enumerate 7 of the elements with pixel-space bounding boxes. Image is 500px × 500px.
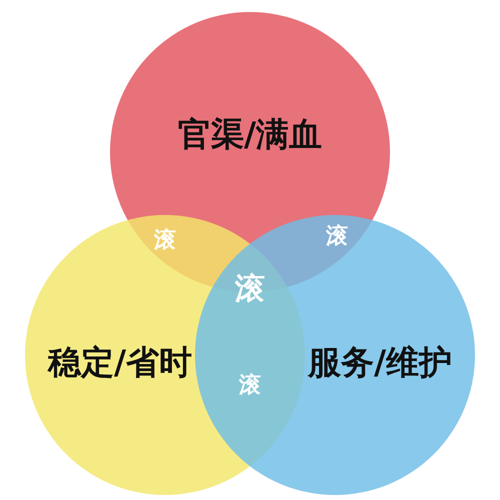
- circle-label: 稳定/省时: [48, 342, 192, 384]
- overlap-label: 滚: [239, 372, 261, 400]
- circle-label: 服务/维护: [308, 342, 452, 384]
- overlap-label: 滚: [154, 227, 176, 255]
- overlap-label: 滚: [326, 223, 348, 251]
- overlap-label: 滚: [235, 270, 265, 308]
- circle-label: 官渠/满血: [178, 114, 322, 156]
